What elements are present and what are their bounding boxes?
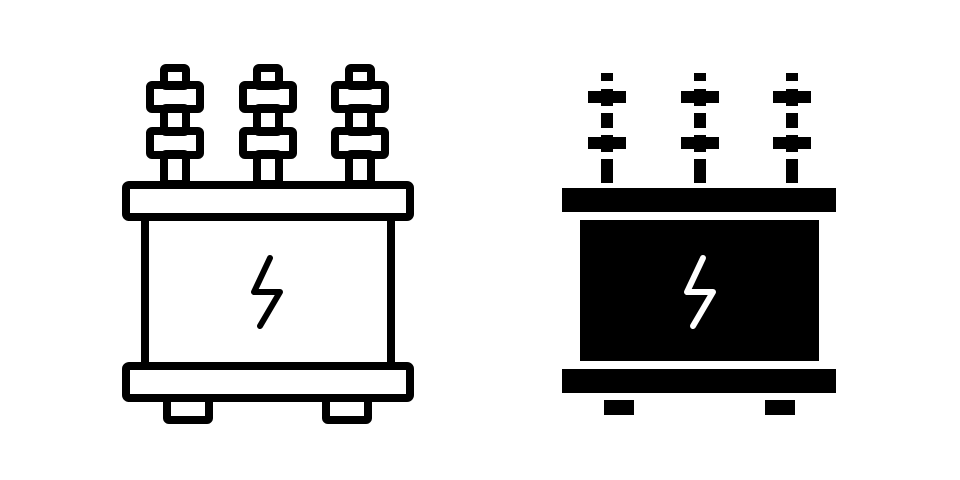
foot-outline-left (163, 394, 213, 424)
bushing-outline-1 (146, 64, 204, 188)
bottom-plate-outline (122, 362, 414, 402)
lightning-bolt-solid-icon (684, 255, 716, 329)
bushing-solid-gaps (601, 81, 798, 159)
foot-solid-left (604, 400, 634, 415)
foot-outline-right (322, 394, 372, 424)
top-plate-outline (122, 181, 414, 221)
top-plate-solid (562, 188, 836, 212)
transformer-solid-icon (562, 73, 836, 415)
bushing-outline-2 (239, 64, 297, 188)
transformer-outline-icon (122, 64, 414, 424)
bottom-plate-solid (562, 369, 836, 393)
lightning-bolt-icon (251, 255, 283, 329)
foot-solid-right (765, 400, 795, 415)
bushing-outline-3 (331, 64, 389, 188)
